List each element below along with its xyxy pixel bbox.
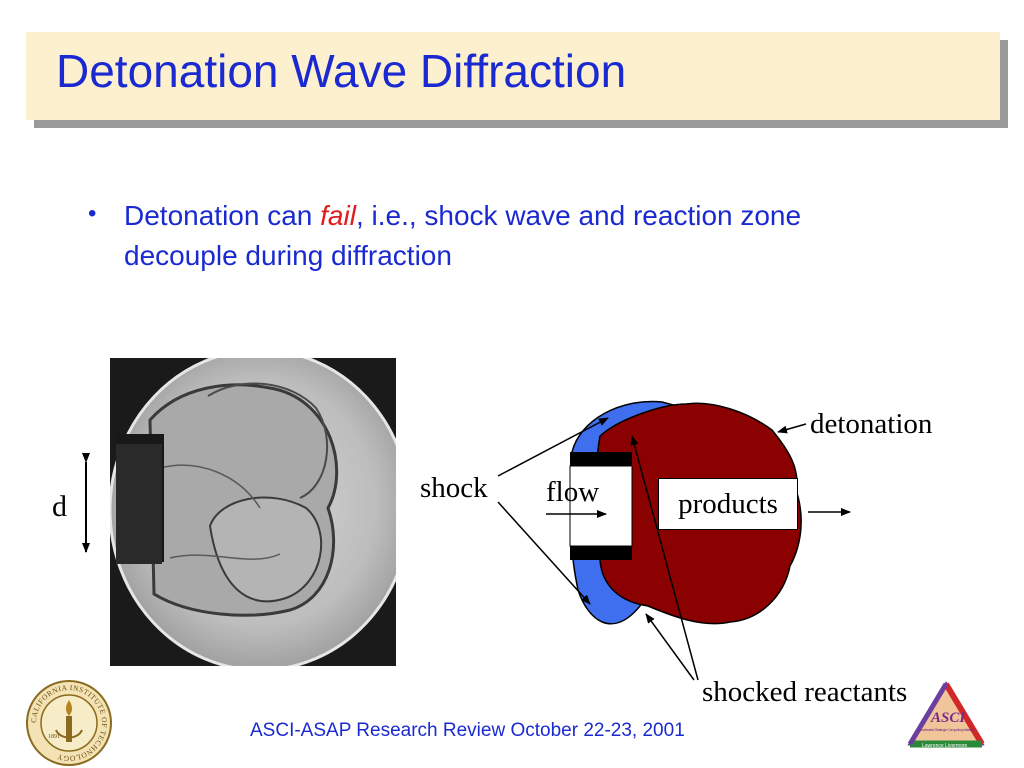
bullet-emphasis-fail: fail <box>320 200 356 231</box>
title-box <box>26 32 1000 120</box>
shocked-reactants-arrow-1 <box>630 435 699 681</box>
asci-logo-tag: Lawrence Livermore <box>922 743 968 749</box>
detonation-label: detonation <box>810 408 933 440</box>
flow-label: flow <box>546 476 600 508</box>
shocked-reactants-label: shocked reactants <box>702 676 908 708</box>
shock-arrow-lower <box>497 501 591 605</box>
footer-text: ASCI-ASAP Research Review October 22-23,… <box>250 720 685 741</box>
bullet-text-start: Detonation can <box>124 200 321 231</box>
d-label: d <box>52 490 67 523</box>
bullet-text-end: , i.e., shock wave and reaction zone dec… <box>124 200 802 271</box>
diffraction-photo <box>110 358 396 666</box>
channel-wall-bottom <box>570 546 632 560</box>
slide-title: Detonation Wave Diffraction <box>56 45 627 97</box>
shock-arrow-upper <box>497 417 609 477</box>
bullet-text: Detonation can fail, i.e., shock wave an… <box>124 196 904 276</box>
shocked-reactants-arrow-2 <box>645 613 695 681</box>
caltech-seal-logo: CALIFORNIA INSTITUTE OF TECHNOLOGY 1891 <box>26 680 112 766</box>
shock-label: shock <box>420 472 488 504</box>
asci-logo-subtext: Accelerated Strategic Computing Initiati… <box>918 728 974 732</box>
channel-wall-top <box>570 452 632 466</box>
seal-year: 1891 <box>48 734 60 740</box>
products-box: products <box>658 478 798 530</box>
detonation-arrow <box>777 423 807 434</box>
bullet-marker: • <box>88 200 97 227</box>
products-label: products <box>678 487 778 520</box>
asci-logo-text: ASCI <box>930 710 966 726</box>
asci-logo: ASCI Accelerated Strategic Computing Ini… <box>907 681 985 749</box>
